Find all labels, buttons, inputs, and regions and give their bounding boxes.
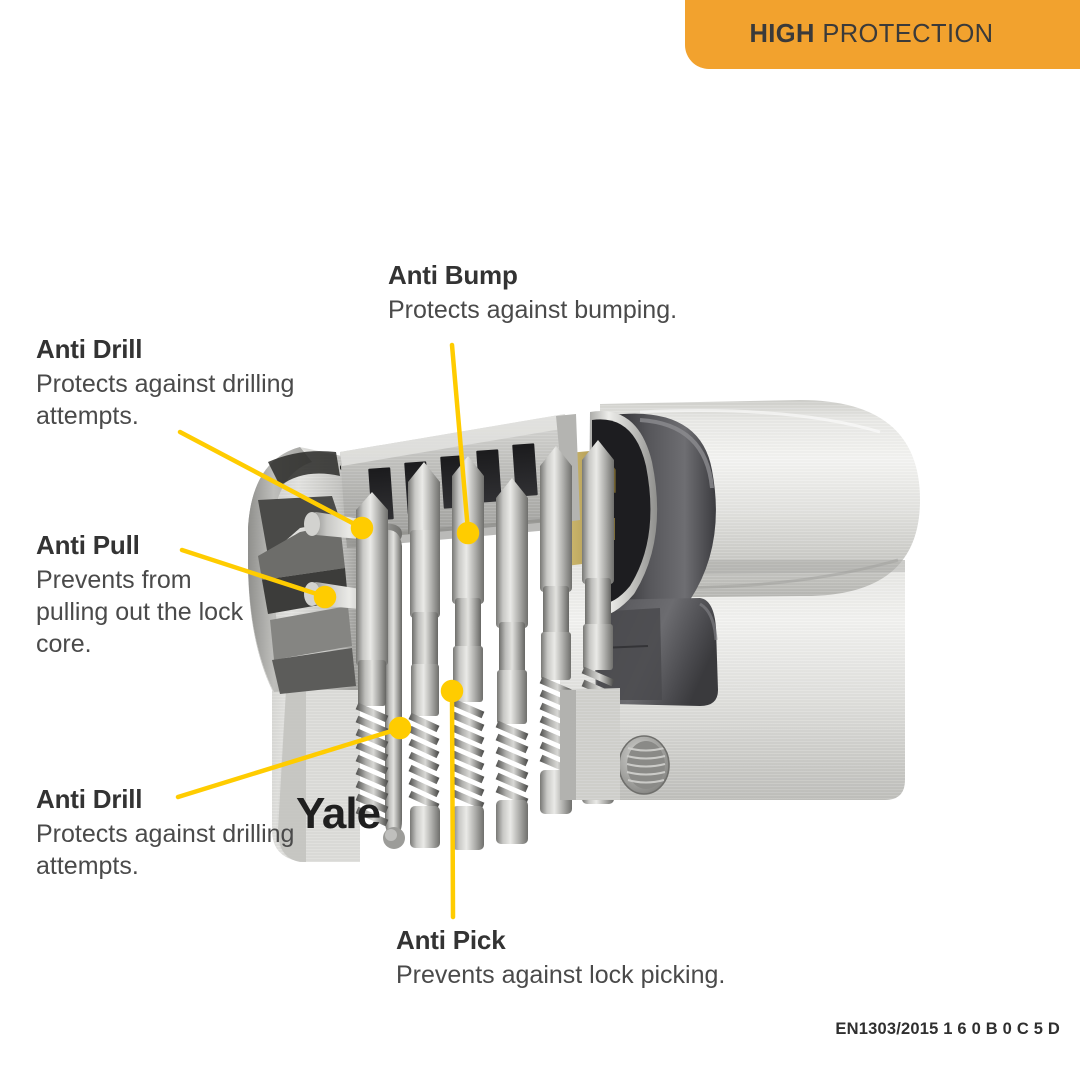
leader-dot-anti-bump bbox=[456, 521, 480, 545]
callout-desc-anti-pull: Prevents from pulling out the lock core. bbox=[36, 565, 244, 658]
leader-dot-anti-pick bbox=[440, 679, 464, 703]
callout-title-anti-drill-bottom: Anti Drill bbox=[36, 784, 143, 814]
leader-anti-drill-top bbox=[177, 429, 363, 530]
callout-desc-anti-drill-top: Protects against drilling attempts. bbox=[36, 369, 295, 430]
badge-label-strong: HIGH bbox=[749, 20, 815, 48]
badge-label: HIGH PROTECTION bbox=[749, 20, 993, 49]
leader-anti-bump bbox=[449, 342, 471, 534]
callout-anti-pull: Anti Pull Prevents from pulling out the … bbox=[36, 530, 266, 660]
callout-anti-drill-top: Anti Drill Protects against drilling att… bbox=[36, 334, 366, 432]
callout-title-anti-pull: Anti Pull bbox=[36, 530, 140, 560]
leader-anti-pick bbox=[449, 690, 456, 920]
callout-desc-anti-bump: Protects against bumping. bbox=[388, 295, 678, 324]
standard-code: EN1303/2015 1 6 0 B 0 C 5 D bbox=[835, 1020, 1060, 1038]
leader-anti-pull bbox=[179, 547, 326, 599]
leader-dot-anti-drill-top bbox=[350, 516, 374, 540]
callout-desc-anti-drill-bottom: Protects against drilling attempts. bbox=[36, 819, 295, 880]
callout-desc-anti-pick: Prevents against lock picking. bbox=[396, 960, 726, 989]
callout-anti-pick: Anti Pick Prevents against lock picking. bbox=[396, 925, 816, 991]
callout-anti-drill-bottom: Anti Drill Protects against drilling att… bbox=[36, 784, 296, 882]
callout-anti-bump: Anti Bump Protects against bumping. bbox=[388, 260, 788, 326]
badge-label-light: PROTECTION bbox=[814, 20, 994, 48]
protection-level-badge: HIGH PROTECTION bbox=[685, 0, 1080, 69]
leader-anti-drill-bottom bbox=[175, 726, 401, 800]
callout-title-anti-bump: Anti Bump bbox=[388, 260, 518, 290]
callout-title-anti-pick: Anti Pick bbox=[396, 925, 506, 955]
callout-title-anti-drill-top: Anti Drill bbox=[36, 334, 143, 364]
leader-dot-anti-drill-bottom bbox=[388, 716, 412, 740]
leader-dot-anti-pull bbox=[313, 585, 337, 609]
